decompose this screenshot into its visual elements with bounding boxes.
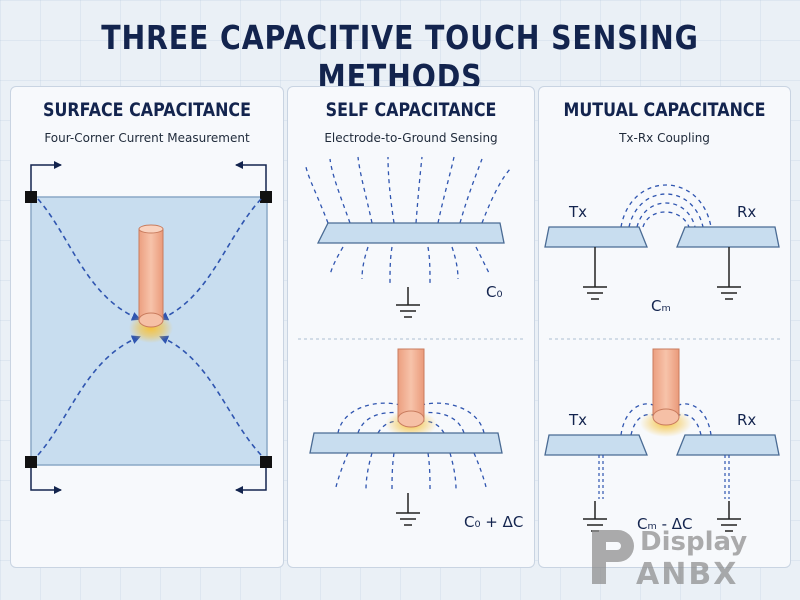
rx-label: Rx [737, 203, 756, 221]
current-lines [598, 455, 730, 499]
corner-electrode [260, 456, 272, 468]
capacitance-label: C₀ + ΔC [464, 513, 523, 531]
self-capacitance-diagram: C₀ [298, 156, 524, 531]
panel-heading: SURFACE CAPACITANCE [43, 100, 251, 121]
current-path [159, 335, 262, 456]
ground-symbol [717, 247, 741, 300]
electrode-plate [316, 222, 505, 244]
panel-subtitle: Tx-Rx Coupling [619, 131, 710, 145]
panel-subtitle: Four-Corner Current Measurement [44, 131, 250, 145]
rx-electrode [676, 434, 780, 456]
panel-surface-capacitance: SURFACE CAPACITANCE Four-Corner Current … [10, 86, 284, 568]
watermark-logo: Display ANBX [592, 527, 747, 592]
electrode-plate [309, 432, 503, 454]
field-lines-down [335, 452, 487, 492]
watermark-line1: Display [640, 527, 747, 557]
ground-symbol [396, 493, 420, 526]
panel-subtitle: Electrode-to-Ground Sensing [324, 131, 498, 145]
rx-electrode [676, 226, 780, 248]
current-path [37, 198, 141, 321]
ground-symbol [583, 247, 607, 300]
panel-self-capacitance: SELF CAPACITANCE Electrode-to-Ground Sen… [287, 86, 535, 568]
panel-mutual-capacitance: MUTUAL CAPACITANCE Tx-Rx Coupling Tx Rx [538, 86, 791, 568]
ground-symbol [717, 501, 741, 532]
capacitance-label: Cₘ [651, 297, 671, 315]
mutual-capacitance-diagram: Tx Rx Cₘ Tx Rx [544, 184, 780, 533]
corner-electrode [25, 456, 37, 468]
current-arrow [235, 468, 267, 494]
surface-capacitance-diagram [25, 161, 272, 494]
field-lines-down [329, 246, 491, 284]
finger [652, 348, 680, 426]
current-arrow [30, 161, 62, 191]
logo-mark-icon [592, 530, 634, 584]
finger [397, 348, 425, 428]
tx-electrode [544, 434, 648, 456]
coupling-field-lines [620, 184, 712, 228]
capacitance-label: Cₘ - ΔC [637, 515, 693, 533]
current-arrow [235, 161, 267, 191]
capacitance-label: C₀ [486, 283, 503, 301]
current-arrow [30, 468, 62, 494]
current-path [37, 335, 141, 456]
finger [138, 224, 164, 328]
current-path [159, 198, 262, 321]
rx-label: Rx [737, 411, 756, 429]
panel-heading: MUTUAL CAPACITANCE [563, 100, 766, 121]
corner-electrode [25, 191, 37, 203]
tx-label: Tx [568, 203, 587, 221]
ground-symbol [396, 287, 420, 318]
page-title: THREE CAPACITIVE TOUCH SENSING METHODS [101, 18, 699, 96]
corner-electrode [260, 191, 272, 203]
field-lines-up [305, 156, 513, 224]
tx-label: Tx [568, 411, 587, 429]
panel-heading: SELF CAPACITANCE [325, 100, 497, 121]
watermark-line2: ANBX [636, 557, 738, 592]
tx-electrode [544, 226, 648, 248]
